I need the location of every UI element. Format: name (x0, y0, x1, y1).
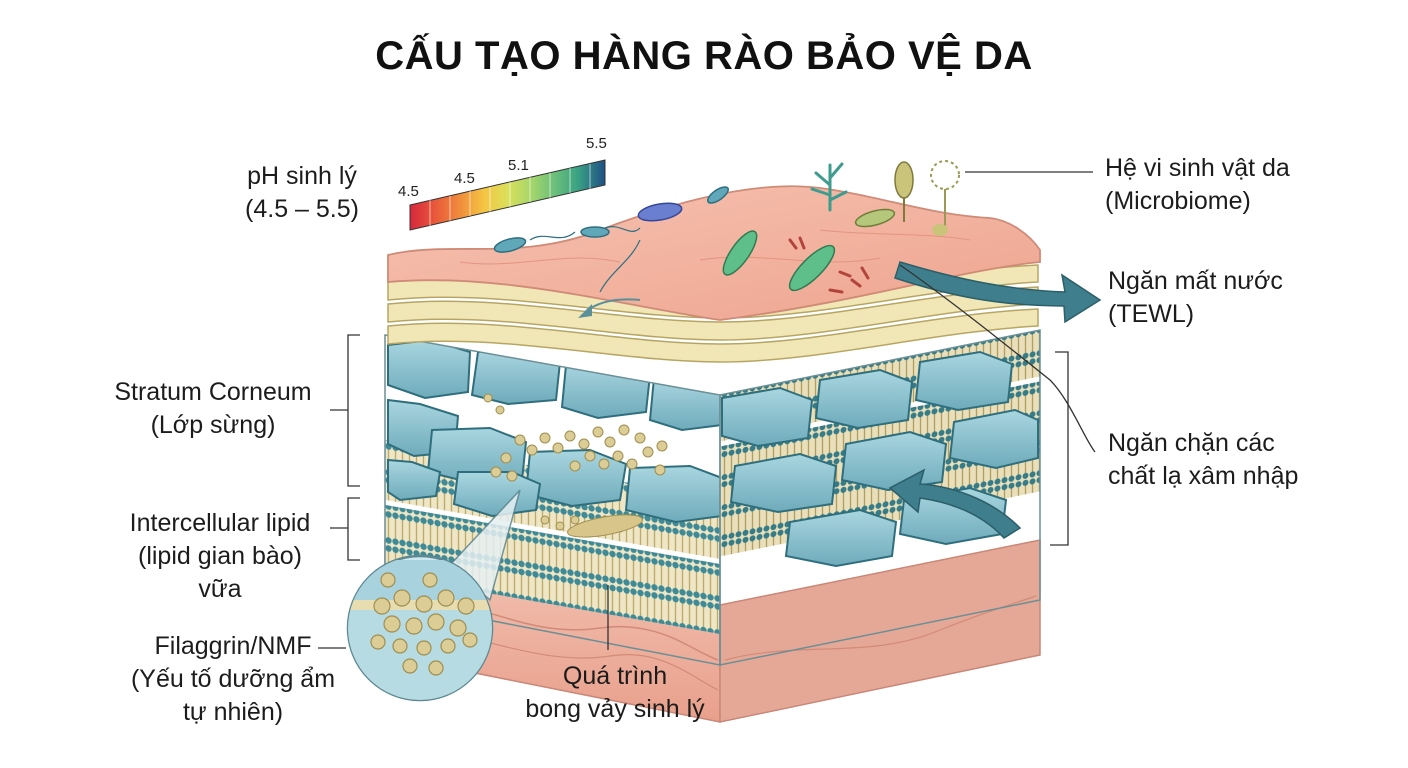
dermis-side (719, 539, 1041, 723)
ph-tick-2: 4.5 (454, 170, 475, 187)
bacteria-icon (493, 186, 896, 294)
lipid-band-front-2 (385, 504, 720, 635)
ph-label-line1: pH sinh lý (247, 162, 357, 190)
tewl-label-line2: (TEWL) (1108, 300, 1195, 328)
ph-tick-1: 4.5 (398, 183, 419, 200)
intercellular-lipid-label: Intercellular lipid (lipid gian bào) vữa (110, 507, 330, 606)
tewl-label: Ngăn mất nước (TEWL) (1108, 265, 1283, 331)
invasion-label-line1: Ngăn chặn các (1108, 429, 1275, 457)
microbiome-label-line1: Hệ vi sinh vật da (1105, 154, 1290, 182)
stratum-corneum-label-line1: Stratum Corneum (114, 378, 312, 406)
stratum-corneum-label: Stratum Corneum (Lớp sừng) (96, 376, 330, 442)
microbiome-label-line2: (Microbiome) (1105, 187, 1251, 215)
page-title: CẤU TẠO HÀNG RÀO BẢO VỆ DA (375, 34, 1033, 78)
intercellular-lipid-label-line2: (lipid gian bào) (138, 542, 302, 570)
nmf-label-line3: tự nhiên) (182, 698, 284, 726)
desquamation-label-line1: Quá trình (562, 662, 668, 690)
desquamation-label-line2: bong vảy sinh lý (525, 695, 705, 723)
ph-label: pH sinh lý (4.5 – 5.5) (232, 160, 372, 226)
nmf-label-line2: (Yếu tố dưỡng ẩm (130, 665, 336, 693)
invasion-label: Ngăn chặn các chất lạ xâm nhập (1108, 427, 1298, 493)
nmf-label: Filaggrin/NMF (Yếu tố dưỡng ẩm tự nhiên) (118, 630, 348, 729)
ph-tick-3: 5.1 (508, 157, 529, 174)
nmf-label-line1: Filaggrin/NMF (154, 632, 312, 660)
intercellular-lipid-label-line1: Intercellular lipid (129, 509, 311, 537)
shed-flake (567, 514, 643, 538)
ph-scale-bar (409, 159, 606, 231)
tewl-label-line1: Ngăn mất nước (1108, 267, 1283, 295)
desquamation-label: Quá trình bong vảy sinh lý (500, 660, 730, 726)
ph-tick-4: 5.5 (586, 135, 607, 152)
invasion-label-line2: chất lạ xâm nhập (1108, 462, 1299, 490)
microbiome-label: Hệ vi sinh vật da (Microbiome) (1105, 152, 1290, 218)
fungus-icon (810, 160, 960, 236)
moisture-arrow-icon (894, 261, 1102, 324)
intercellular-lipid-label-line3: vữa (198, 575, 242, 603)
stratum-corneum-label-line2: (Lớp sừng) (150, 411, 276, 439)
defense-arrow-icon (888, 468, 1022, 539)
ph-label-line2: (4.5 – 5.5) (245, 195, 359, 223)
